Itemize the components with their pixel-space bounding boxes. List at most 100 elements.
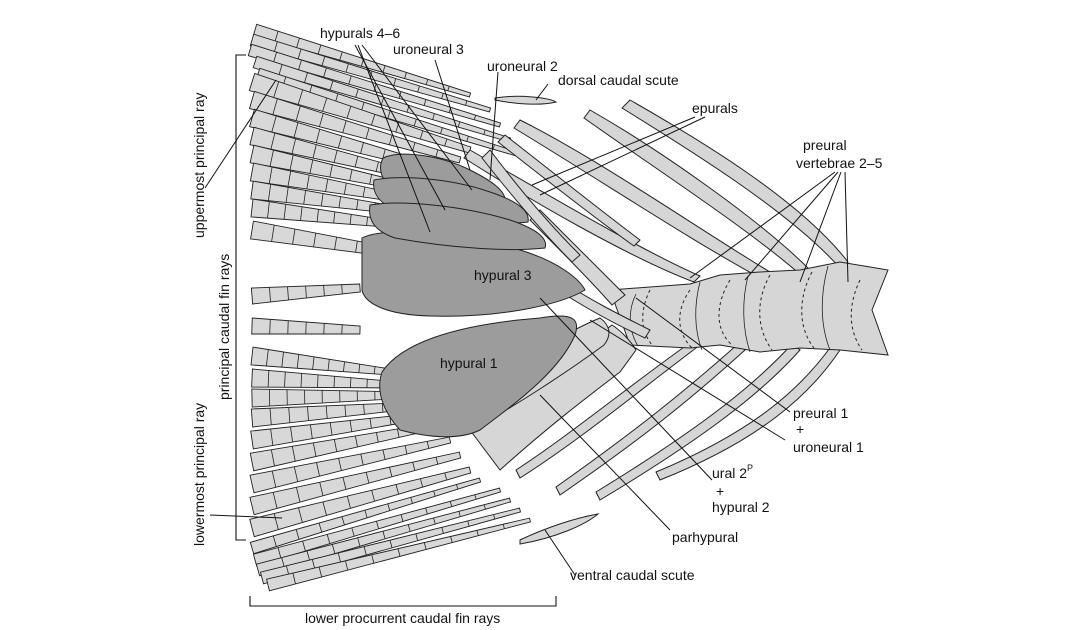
ray-segment: [441, 527, 444, 534]
ray-segment: [342, 477, 347, 490]
ray-segment: [425, 507, 428, 515]
ray-segment: [363, 546, 367, 556]
ray-segment: [298, 59, 302, 71]
label-ural-2: ural 2P: [712, 463, 753, 481]
ray-segment: [281, 351, 284, 368]
label-uroneural-2: uroneural 2: [487, 58, 558, 74]
label-lowermost-principal-ray: lowermost principal ray: [191, 403, 207, 546]
ray-segment: [312, 356, 315, 370]
uroneural-1: [554, 279, 651, 339]
ray-segment: [293, 122, 299, 138]
ray-segment: [365, 472, 370, 484]
ray-segment: [272, 98, 278, 115]
ray-segment: [312, 442, 317, 457]
ray-segment: [288, 407, 291, 423]
ray-segment: [420, 478, 424, 488]
ray-segment: [351, 527, 355, 537]
hypural-4: [369, 202, 547, 251]
ray-segment: [305, 285, 307, 299]
ray-segment: [449, 501, 453, 507]
ray-segment: [329, 80, 334, 91]
ray-segment: [404, 445, 408, 455]
procurrent-ray: [252, 487, 502, 567]
label-epurals: epurals: [692, 100, 738, 116]
label-uroneural-3: uroneural 3: [393, 41, 464, 57]
ray-segment: [310, 424, 313, 439]
ray-segment: [319, 482, 324, 496]
ray-segment: [306, 550, 311, 562]
ray-segment: [356, 199, 359, 210]
ray-segment: [274, 30, 279, 43]
ray-segment: [355, 88, 359, 98]
ray-segment: [325, 405, 328, 419]
ray-segment: [362, 187, 366, 197]
ray-segment: [296, 354, 300, 369]
ray-segment: [433, 517, 436, 525]
label-preural-vertebrae-line2: vertebrae 2–5: [796, 155, 883, 171]
ray-segment: [404, 72, 407, 79]
ray-segment: [323, 67, 327, 78]
ray-segment: [315, 129, 321, 143]
label-ural-2-sup: P: [747, 463, 753, 473]
label-hypural-2: hypural 2: [712, 499, 770, 515]
ray-segment: [273, 51, 277, 64]
ray-segment: [284, 371, 286, 388]
vertebra-joint: [743, 275, 751, 353]
ray-segment: [373, 83, 377, 92]
ray-segment: [450, 536, 453, 543]
ray-segment: [318, 522, 323, 533]
ray-segment: [300, 206, 303, 221]
ray-segment: [289, 154, 294, 170]
ray-segment: [320, 193, 324, 207]
label-hypurals-4-6: hypurals 4–6: [320, 25, 400, 41]
ray-segment: [417, 85, 420, 93]
ray-segment: [322, 97, 328, 112]
label-uppermost-principal-ray: uppermost principal ray: [191, 92, 207, 238]
ray-segment: [290, 426, 293, 443]
ray-segment: [382, 65, 386, 73]
ray-segment: [287, 171, 292, 187]
ray-segment: [366, 216, 368, 226]
principal-rays-bracket: [235, 54, 246, 541]
ray-segment: [397, 548, 401, 557]
ray-segment: [337, 552, 341, 563]
ray-segment: [373, 366, 376, 374]
ray-segment: [348, 75, 352, 85]
ray-segment: [333, 150, 338, 163]
centrum-outline: [801, 271, 815, 349]
ray-segment: [381, 403, 384, 413]
ray-segment: [412, 142, 416, 151]
centrum-outline: [679, 289, 693, 349]
ray-segment: [407, 524, 411, 532]
ray-segment: [303, 190, 306, 205]
principal-ray: [248, 72, 472, 154]
ray-segment: [271, 225, 275, 242]
ventral-caudal-scute-shape: [519, 513, 600, 545]
haemal-spine: [555, 343, 746, 496]
ray-segment: [343, 183, 347, 195]
ray-segment: [502, 524, 505, 529]
ray-segment: [388, 135, 393, 145]
ray-segment: [325, 179, 329, 192]
ray-segment: [270, 132, 276, 150]
ray-segment: [327, 359, 330, 371]
ray-segment: [361, 102, 365, 111]
ray-segment: [493, 514, 496, 520]
ray-segment: [307, 406, 309, 421]
ray-segment: [329, 164, 333, 178]
ray-segment: [345, 63, 349, 73]
ray-segment: [333, 211, 336, 224]
vertebral-column: [609, 261, 889, 356]
ray-segment: [334, 237, 337, 250]
hypural-1: [379, 315, 578, 438]
procurrent-ray: [266, 517, 532, 592]
ray-segment: [266, 349, 269, 367]
label-parhypural: parhypural: [672, 529, 738, 545]
ray-segment: [329, 422, 333, 436]
label-ural-2-plus: +: [716, 483, 724, 499]
ray-segment: [271, 115, 277, 133]
ray-segment: [465, 100, 468, 106]
ray-segment: [466, 135, 469, 142]
ray-segment: [355, 435, 358, 448]
